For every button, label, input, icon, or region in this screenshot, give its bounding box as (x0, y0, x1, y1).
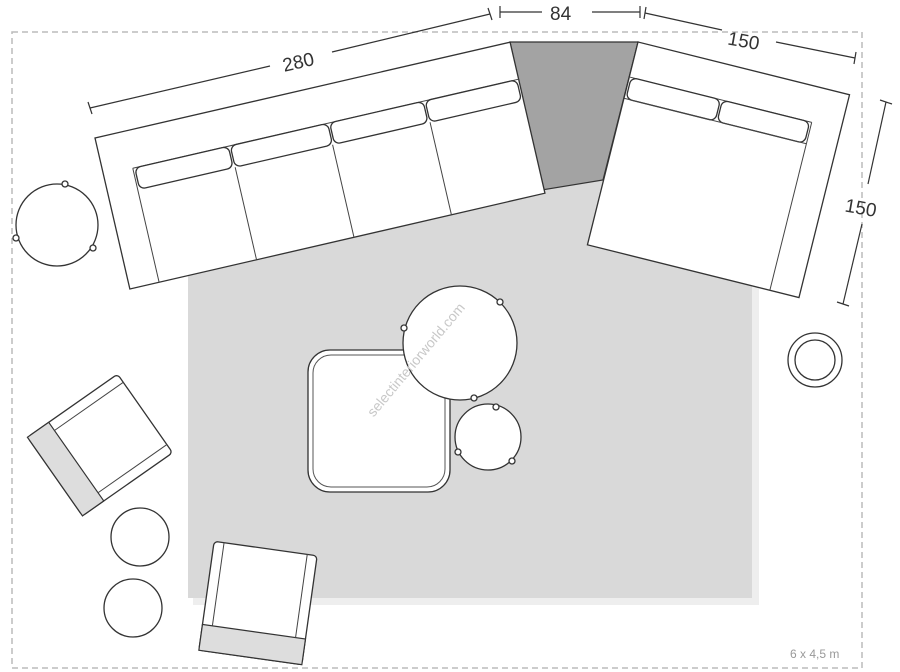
dimension-label-280: 280 (281, 49, 317, 77)
side-table-left (12, 180, 99, 267)
dimension-150-top (643, 6, 857, 65)
dimension-84 (499, 6, 641, 18)
round-coffee-table-large (400, 285, 518, 402)
square-coffee-table (307, 349, 451, 493)
room-boundary (11, 31, 863, 669)
pouf-lower (103, 578, 163, 638)
left-sofa (94, 41, 546, 290)
dimension-280 (87, 7, 493, 115)
armchair-left (26, 375, 172, 517)
round-coffee-table-small (454, 403, 522, 471)
pouf-right (787, 332, 843, 388)
armchair-bottom (198, 541, 318, 666)
dimension-label-150-right: 150 (843, 196, 878, 222)
pouf-upper (110, 507, 170, 567)
dimension-label-84: 84 (550, 4, 572, 25)
dimension-label-150-top: 150 (726, 29, 761, 55)
dimension-150-right (836, 99, 893, 307)
room-size-label: 6 x 4,5 m (790, 647, 839, 661)
right-sofa (586, 41, 851, 299)
